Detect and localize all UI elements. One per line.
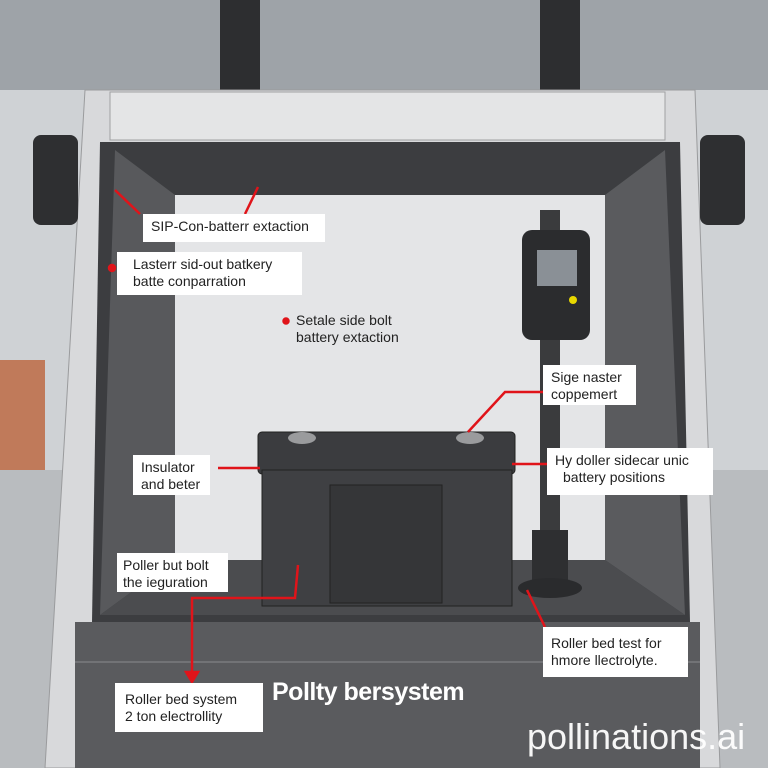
side-clamp-right [700,135,745,225]
label-text: the ieguration [123,574,208,590]
label-text: Sige naster [551,369,622,385]
battery-terminal-right [456,432,484,444]
right-side-wall [605,150,685,615]
shelf-left [0,360,45,470]
post-right [540,0,580,100]
label-text: Hy doller sidecar unic [555,452,689,468]
label-text: Lasterr sid-out batkery [133,256,273,272]
label-text: Roller bed system [125,691,238,707]
post-left [220,0,260,100]
label-text: coppemert [551,386,618,402]
pole-foot [518,578,582,598]
ceiling [0,0,768,90]
pole-base [532,530,568,580]
battery-terminal-left [288,432,316,444]
label-extraction: SIP-Con-batterr extaction [143,214,325,242]
frame-top-bar [109,91,666,141]
label-text: batte conparration [133,273,246,289]
side-clamp-left [33,135,78,225]
device-button [569,296,577,304]
label-text: Poller but bolt [123,557,209,573]
label-text: battery positions [563,469,665,485]
label-text: 2 ton electrollity [125,708,223,724]
label-text: battery extaction [296,329,399,345]
label-text: Insulator [141,459,195,475]
diagram-title: Pollty bersystem [272,678,465,706]
label-text: and beter [141,476,201,492]
annotation-arrows [107,186,548,685]
label-text: hmore llectrolyte. [551,652,658,668]
label-text: Roller bed test for [551,635,662,651]
watermark: pollinations.ai [527,716,746,757]
device-screen [537,250,577,286]
label-text: Setale side bolt [296,312,392,328]
label-text: SIP-Con-batterr extaction [151,218,309,234]
